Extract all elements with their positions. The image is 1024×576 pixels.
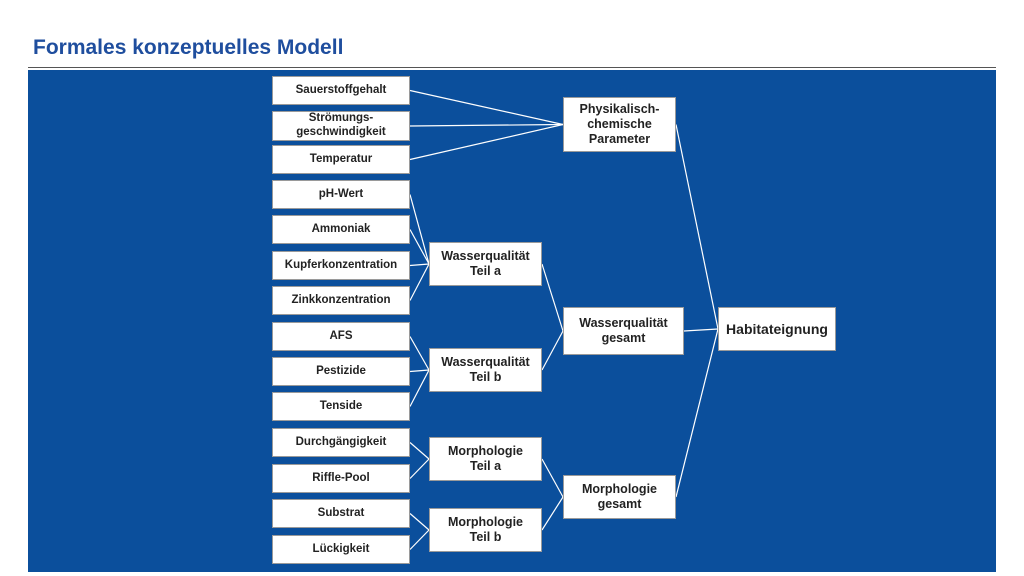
group-morphologie-a: Morphologie Teil a xyxy=(429,437,542,481)
connector-input-tenside-to-group-wasserqualitaet-b xyxy=(409,369,430,407)
input-temperatur: Temperatur xyxy=(272,145,410,174)
connector-input-ammoniak-to-group-wasserqualitaet-a xyxy=(409,229,430,265)
aggregate-physikalisch-chemisch: Physikalisch- chemische Parameter xyxy=(563,97,676,152)
connector-input-pestizide-to-group-wasserqualitaet-b xyxy=(409,369,430,373)
input-zinkkonzentration: Zinkkonzentration xyxy=(272,286,410,315)
input-riffle-pool: Riffle-Pool xyxy=(272,464,410,493)
connector-group-morphologie-a-to-aggregate-morphologie-gesamt xyxy=(541,458,564,498)
title-divider xyxy=(28,67,996,68)
input-tenside: Tenside xyxy=(272,392,410,421)
page-title: Formales konzeptuelles Modell xyxy=(33,36,344,59)
connector-aggregate-physikalisch-chemisch-to-result-habitateignung xyxy=(675,124,719,330)
connector-aggregate-wasserqualitaet-gesamt-to-result-habitateignung xyxy=(683,328,719,332)
connector-input-durchgaengigkeit-to-group-morphologie-a xyxy=(409,442,430,460)
input-ammoniak: Ammoniak xyxy=(272,215,410,244)
connector-input-kupferkonzentration-to-group-wasserqualitaet-a xyxy=(409,263,430,267)
connector-input-lueckigkeit-to-group-morphologie-b xyxy=(409,529,430,550)
connector-input-substrat-to-group-morphologie-b xyxy=(409,513,430,531)
input-lueckigkeit: Lückigkeit xyxy=(272,535,410,564)
input-stroemungsgeschwindigkeit: Strömungs- geschwindigkeit xyxy=(272,111,410,141)
input-kupferkonzentration: Kupferkonzentration xyxy=(272,251,410,280)
connector-group-morphologie-b-to-aggregate-morphologie-gesamt xyxy=(541,496,564,531)
group-wasserqualitaet-a: Wasserqualität Teil a xyxy=(429,242,542,286)
connector-input-afs-to-group-wasserqualitaet-b xyxy=(409,336,430,371)
input-ph-wert: pH-Wert xyxy=(272,180,410,209)
input-substrat: Substrat xyxy=(272,499,410,528)
connector-input-ph-wert-to-group-wasserqualitaet-a xyxy=(409,194,430,265)
connector-input-temperatur-to-aggregate-physikalisch-chemisch xyxy=(409,123,564,161)
input-sauerstoffgehalt: Sauerstoffgehalt xyxy=(272,76,410,105)
connector-input-zinkkonzentration-to-group-wasserqualitaet-a xyxy=(409,263,430,301)
aggregate-wasserqualitaet-gesamt: Wasserqualität gesamt xyxy=(563,307,684,355)
result-habitateignung: Habitateignung xyxy=(718,307,836,351)
connector-input-sauerstoffgehalt-to-aggregate-physikalisch-chemisch xyxy=(409,89,564,126)
aggregate-morphologie-gesamt: Morphologie gesamt xyxy=(563,475,676,519)
connector-input-stroemungsgeschwindigkeit-to-aggregate-physikalisch-chemisch xyxy=(409,123,564,127)
group-morphologie-b: Morphologie Teil b xyxy=(429,508,542,552)
connector-aggregate-morphologie-gesamt-to-result-habitateignung xyxy=(675,328,719,498)
connector-group-wasserqualitaet-b-to-aggregate-wasserqualitaet-gesamt xyxy=(541,330,564,371)
input-afs: AFS xyxy=(272,322,410,351)
connector-group-wasserqualitaet-a-to-aggregate-wasserqualitaet-gesamt xyxy=(541,263,564,332)
input-durchgaengigkeit: Durchgängigkeit xyxy=(272,428,410,457)
connector-input-riffle-pool-to-group-morphologie-a xyxy=(409,458,430,479)
input-pestizide: Pestizide xyxy=(272,357,410,386)
group-wasserqualitaet-b: Wasserqualität Teil b xyxy=(429,348,542,392)
